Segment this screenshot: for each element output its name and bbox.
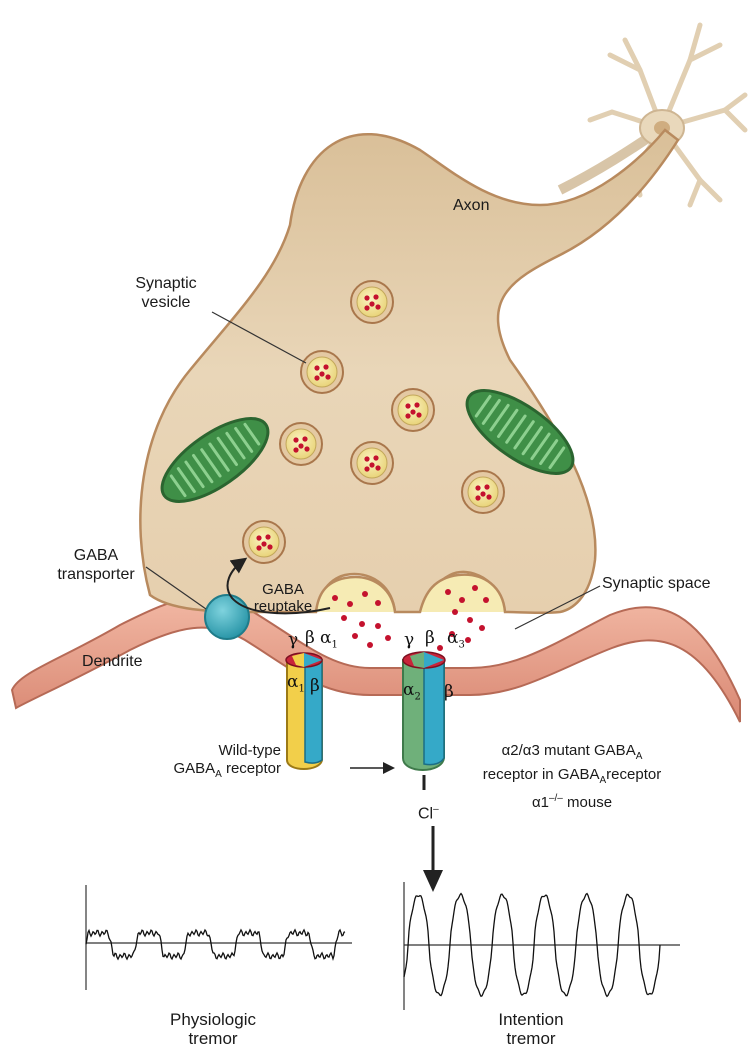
gaba-transporter-label: GABA transporter [44, 546, 148, 584]
mut-beta-right-label: β [444, 682, 454, 702]
intention-tremor-plot [404, 882, 680, 1010]
wt-alpha-left-label: α1 [287, 672, 305, 694]
synaptic-vesicle-label-line1: Synaptic [118, 274, 214, 293]
gaba-reuptake-label: GABA reuptake [246, 581, 320, 615]
wild-type-gaba-a-receptor [286, 653, 322, 769]
dendrite-label: Dendrite [82, 652, 142, 671]
wt-beta-top-label: β [305, 628, 315, 648]
synaptic-vesicle-label-line2: vesicle [118, 293, 214, 312]
mut-beta-top-label: β [425, 628, 435, 648]
synaptic-vesicle-label: Synaptic vesicle [118, 274, 214, 312]
presynaptic-terminal [140, 130, 678, 613]
synaptic-vesicle [280, 423, 322, 465]
synaptic-vesicle [351, 442, 393, 484]
wt-beta-right-label: β [310, 676, 320, 696]
mutant-label-line3: α1–/– mouse [462, 790, 682, 812]
mut-alpha-left-label: α2 [403, 680, 421, 702]
wild-type-label-line2: GABAA receptor [155, 760, 281, 784]
synaptic-space-label: Synaptic space [602, 574, 711, 593]
wt-alpha-top-label: α1 [320, 628, 338, 650]
synaptic-vesicle [392, 389, 434, 431]
chloride-label: Cl– [418, 800, 439, 823]
physiologic-label-line2: tremor [148, 1029, 278, 1048]
gaba-reuptake-label-line2: reuptake [246, 598, 320, 615]
gaba-transporter-label-line2: transporter [44, 565, 148, 584]
intention-label-line2: tremor [466, 1029, 596, 1048]
gaba-transporter [205, 595, 249, 639]
mut-gamma-label: γ [404, 630, 414, 650]
intention-label-line1: Intention [466, 1010, 596, 1029]
synaptic-vesicle [462, 471, 504, 513]
wild-type-receptor-label: Wild-type GABAA receptor [155, 742, 281, 784]
mutant-label-line2: receptor in GABAAreceptor [462, 766, 682, 790]
axon-label: Axon [453, 196, 489, 215]
synaptic-vesicle [243, 521, 285, 563]
physiologic-tremor-trace [86, 930, 345, 959]
mut-alpha-top-label: α3 [447, 628, 465, 650]
mutant-gaba-a-receptor [403, 652, 445, 770]
wt-gamma-label: γ [288, 630, 298, 650]
physiologic-tremor-label: Physiologic tremor [148, 1010, 278, 1048]
mutant-label-line1: α2/α3 mutant GABAA [462, 742, 682, 766]
synaptic-vesicle [301, 351, 343, 393]
gaba-reuptake-label-line1: GABA [246, 581, 320, 598]
synaptic-vesicle [351, 281, 393, 323]
gaba-transporter-label-line1: GABA [44, 546, 148, 565]
mutant-receptor-label: α2/α3 mutant GABAA receptor in GABAArece… [462, 742, 682, 812]
physiologic-label-line1: Physiologic [148, 1010, 278, 1029]
physiologic-tremor-plot [86, 885, 352, 990]
intention-tremor-label: Intention tremor [466, 1010, 596, 1048]
chloride-flow-arrow [423, 775, 443, 892]
wild-type-label-line1: Wild-type [155, 742, 281, 760]
